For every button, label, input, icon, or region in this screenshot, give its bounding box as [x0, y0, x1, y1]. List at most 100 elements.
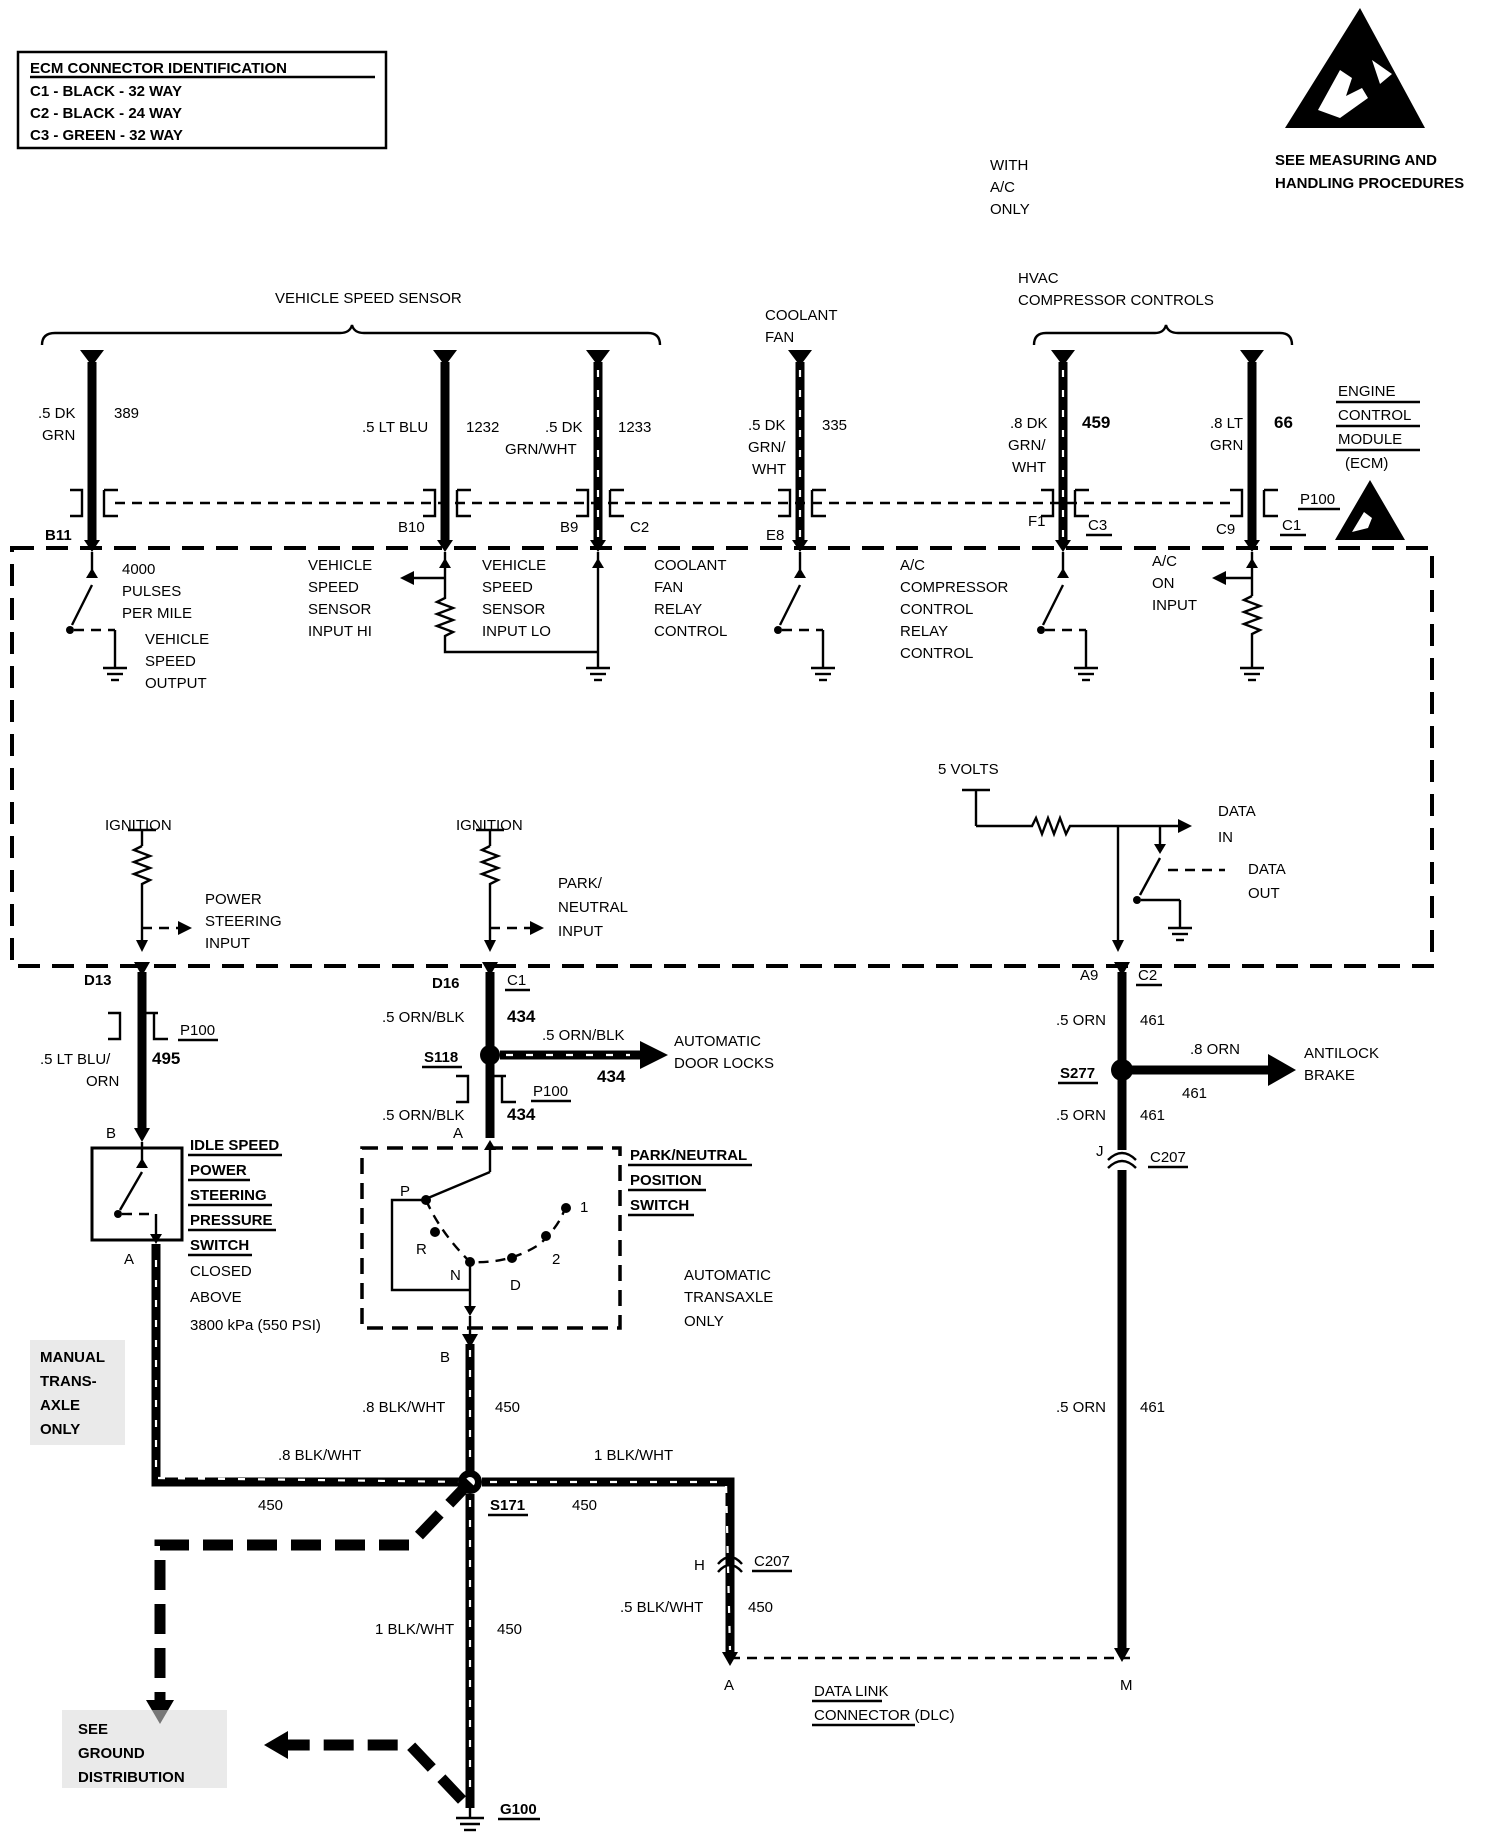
wire-1233-size1: .5 DK [545, 419, 583, 436]
vss-lo-line1: VEHICLE [482, 557, 546, 574]
wire-1233-pin: B9 [560, 519, 578, 536]
door-locks-line2: DOOR LOCKS [674, 1055, 774, 1072]
pn-input-line1: PARK/ [558, 875, 603, 892]
ps-closed-line3: 3800 kPa (550 PSI) [190, 1317, 321, 1334]
wire-389-size2: GRN [42, 427, 75, 444]
wire-461-size1: .5 ORN [1056, 1012, 1106, 1029]
wire-1232-pin: B10 [398, 519, 425, 536]
splice-s171: S171 [490, 1497, 525, 1514]
c207-pin-h: H [694, 1557, 705, 1574]
wire-335-size2: GRN/ [748, 439, 786, 456]
wire-1233 [576, 350, 624, 552]
vss-output-line2: PULSES [122, 583, 181, 600]
abs-line1: ANTILOCK [1304, 1045, 1379, 1062]
data-out-line2: OUT [1248, 885, 1280, 902]
c207-label-j: C207 [1150, 1149, 1186, 1166]
pn-pos-p: P [400, 1183, 410, 1200]
wire-66-conn: C1 [1282, 517, 1301, 534]
wire-459-size3: WHT [1012, 459, 1046, 476]
vss-output-switch [66, 552, 127, 682]
ecm-id-title: ECM CONNECTOR IDENTIFICATION [30, 60, 287, 77]
ps-switch-line4: PRESSURE [190, 1212, 273, 1229]
ps-switch-line5: SWITCH [190, 1237, 249, 1254]
coolant-fan-line2: FAN [765, 329, 794, 346]
g100-ground-icon [456, 1808, 484, 1832]
wire-434-size2: .5 ORN/BLK [382, 1107, 465, 1124]
splice-s277: S277 [1060, 1065, 1095, 1082]
wire-1233-circuit: 1233 [618, 419, 651, 436]
vss-output2-line1: VEHICLE [145, 631, 209, 648]
wire-495 [108, 962, 168, 1142]
vss-hi-line3: SENSOR [308, 601, 372, 618]
pn-pos-2: 2 [552, 1251, 560, 1268]
wire-66 [1230, 350, 1278, 552]
wire-450-right-circuit: 450 [572, 1497, 597, 1514]
wire-495-circuit: 495 [152, 1049, 180, 1068]
wire-461 [1107, 962, 1296, 1662]
pin-d16-conn: C1 [507, 972, 526, 989]
esd-small-icon [1335, 480, 1405, 540]
manual-line4: ONLY [40, 1421, 80, 1438]
ps-switch-line3: STEERING [190, 1187, 267, 1204]
wire-1233-conn: C2 [630, 519, 649, 536]
ps-input-line2: STEERING [205, 913, 282, 930]
wire-450-left-circuit: 450 [258, 1497, 283, 1514]
pn-pos-n: N [450, 1267, 461, 1284]
wire-450-top-size: .8 BLK/WHT [362, 1399, 445, 1416]
coolant-fan-relay-switch [774, 552, 835, 682]
wire-389-size1: .5 DK [38, 405, 76, 422]
pn-pos-1: 1 [580, 1199, 588, 1216]
ps-switch-line1: IDLE SPEED [190, 1137, 279, 1154]
wire-450-down-circuit: 450 [497, 1621, 522, 1638]
ecm-label-line1: ENGINE [1338, 383, 1396, 400]
data-out-line1: DATA [1248, 861, 1286, 878]
vss-group-label: VEHICLE SPEED SENSOR [275, 290, 462, 307]
ps-input-circuit [128, 828, 192, 952]
fan-relay-line3: RELAY [654, 601, 702, 618]
wire-1232-size: .5 LT BLU [362, 419, 428, 436]
abs-line2: BRAKE [1304, 1067, 1355, 1084]
pn-input-line3: INPUT [558, 923, 603, 940]
p100-label-pn: P100 [533, 1083, 568, 1100]
ignition-label-2: IGNITION [456, 817, 523, 834]
splice-s118: S118 [424, 1049, 458, 1066]
with-ac-line1: WITH [990, 157, 1028, 174]
door-wire-circuit: 434 [597, 1067, 626, 1086]
vss-hi-line2: SPEED [308, 579, 359, 596]
door-wire-size: .5 ORN/BLK [542, 1027, 625, 1044]
wire-461-size3: .5 ORN [1056, 1399, 1106, 1416]
dlc-pin-m: M [1120, 1677, 1133, 1694]
ps-closed-line1: CLOSED [190, 1263, 252, 1280]
wire-66-circuit: 66 [1274, 413, 1293, 432]
pn-switch-line1: PARK/NEUTRAL [630, 1147, 747, 1164]
wire-495-size2: ORN [86, 1073, 119, 1090]
wire-335-circuit: 335 [822, 417, 847, 434]
vss-input-circuit [400, 552, 610, 682]
pn-pos-d: D [510, 1277, 521, 1294]
ac-relay-line4: RELAY [900, 623, 948, 640]
wire-1233-size2: GRN/WHT [505, 441, 577, 458]
data-in-line2: IN [1218, 829, 1233, 846]
ecm-label-line2: CONTROL [1338, 407, 1411, 424]
wire-459-size2: GRN/ [1008, 437, 1046, 454]
ps-input-line1: POWER [205, 891, 262, 908]
wire-461-circuit3: 461 [1140, 1399, 1165, 1416]
with-ac-line3: ONLY [990, 201, 1030, 218]
wire-459 [1041, 350, 1089, 552]
pn-switch-line2: POSITION [630, 1172, 702, 1189]
wire-459-size1: .8 DK [1010, 415, 1048, 432]
wire-335-pin: E8 [766, 527, 784, 544]
ecm-id-line-c1: C1 - BLACK - 32 WAY [30, 83, 182, 100]
wire-389 [70, 350, 118, 552]
pn-switch-line3: SWITCH [630, 1197, 689, 1214]
vss-brace [40, 324, 662, 346]
coolant-fan-line1: COOLANT [765, 307, 838, 324]
wire-66-pin: C9 [1216, 521, 1235, 538]
dlc-line1: DATA LINK [814, 1683, 888, 1700]
vss-output-line3: PER MILE [122, 605, 192, 622]
wire-1232 [423, 350, 471, 552]
pn-switch-box [360, 1146, 622, 1330]
wire-450-ps [151, 1244, 472, 1487]
esd-note-line1: SEE MEASURING AND [1275, 152, 1437, 169]
